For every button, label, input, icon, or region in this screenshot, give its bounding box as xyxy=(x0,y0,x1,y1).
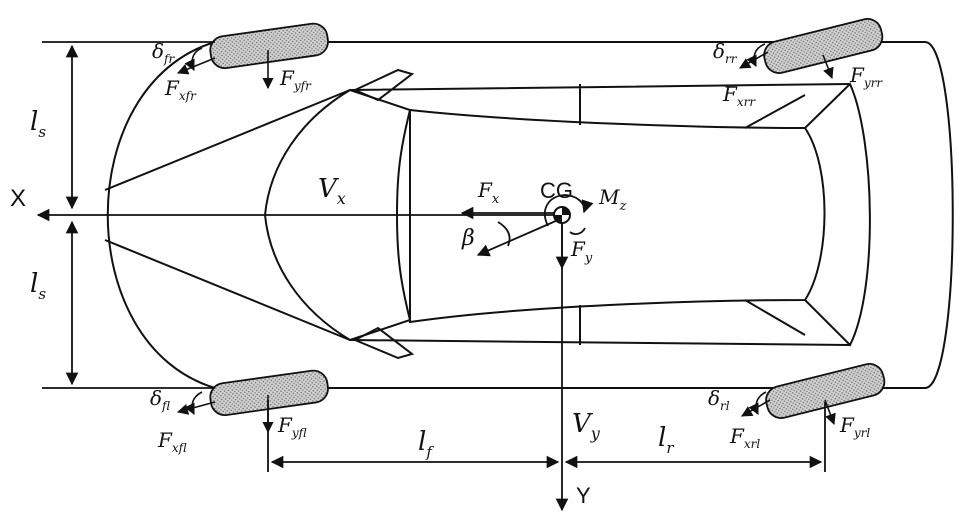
side-lines xyxy=(349,83,851,346)
fy-label: Fy xyxy=(570,237,593,266)
x-axis-label: X xyxy=(10,185,26,212)
delta-rl-label: δrl xyxy=(708,386,730,413)
vy-label: Vy xyxy=(572,409,601,443)
hood-lines xyxy=(104,89,351,341)
fx-label: Fx xyxy=(477,178,500,207)
wheel-front-left xyxy=(209,369,329,416)
cg-forces xyxy=(460,194,594,270)
mz-arc-lower xyxy=(569,227,586,235)
rear-pillars xyxy=(744,94,806,336)
beta-label: β xyxy=(461,226,475,251)
cg-label: CG xyxy=(540,178,573,203)
ls-bottom-label: ls xyxy=(30,269,46,303)
mz-arc xyxy=(543,194,594,227)
ls-top-label: ls xyxy=(30,107,46,141)
cg-marker xyxy=(553,206,571,224)
mz-label: Mz xyxy=(598,185,626,214)
mirror-top xyxy=(352,68,415,102)
wheel-force-arrows xyxy=(176,43,836,434)
wheel-rear-right xyxy=(763,18,884,74)
wheel-rear-left xyxy=(765,363,886,419)
beta-arc xyxy=(497,221,511,247)
fy-rl-label: Fyrl xyxy=(839,413,870,440)
track-dimension xyxy=(42,41,215,389)
fy-fl-label: Fyfl xyxy=(277,413,307,440)
delta-rr-label: δrr xyxy=(713,39,738,66)
fy-fr-label: Fyfr xyxy=(279,66,312,93)
lf-label: lf xyxy=(418,427,434,461)
fx-rr-label: Fxrr xyxy=(722,82,756,109)
delta-fl-label: δfl xyxy=(150,386,170,413)
y-axis-label: Y xyxy=(576,483,591,508)
rear-window xyxy=(804,82,871,347)
mirror-bottom xyxy=(352,326,415,360)
vx-label: Vx xyxy=(318,174,346,208)
wheel-front-right xyxy=(209,22,329,69)
fy-rr-label: Fyrr xyxy=(849,63,883,90)
fx-fl-label: Fxfl xyxy=(157,428,187,455)
velocity-arrow xyxy=(476,219,559,257)
cabin-roof xyxy=(409,108,826,324)
wheelbase-dimension xyxy=(267,400,826,472)
windshield xyxy=(263,88,412,342)
delta-fr-label: δfr xyxy=(152,39,175,66)
fx-fr-label: Fxfr xyxy=(164,76,197,103)
lr-label: lr xyxy=(658,423,674,457)
fx-rl-label: Fxrl xyxy=(729,424,760,451)
